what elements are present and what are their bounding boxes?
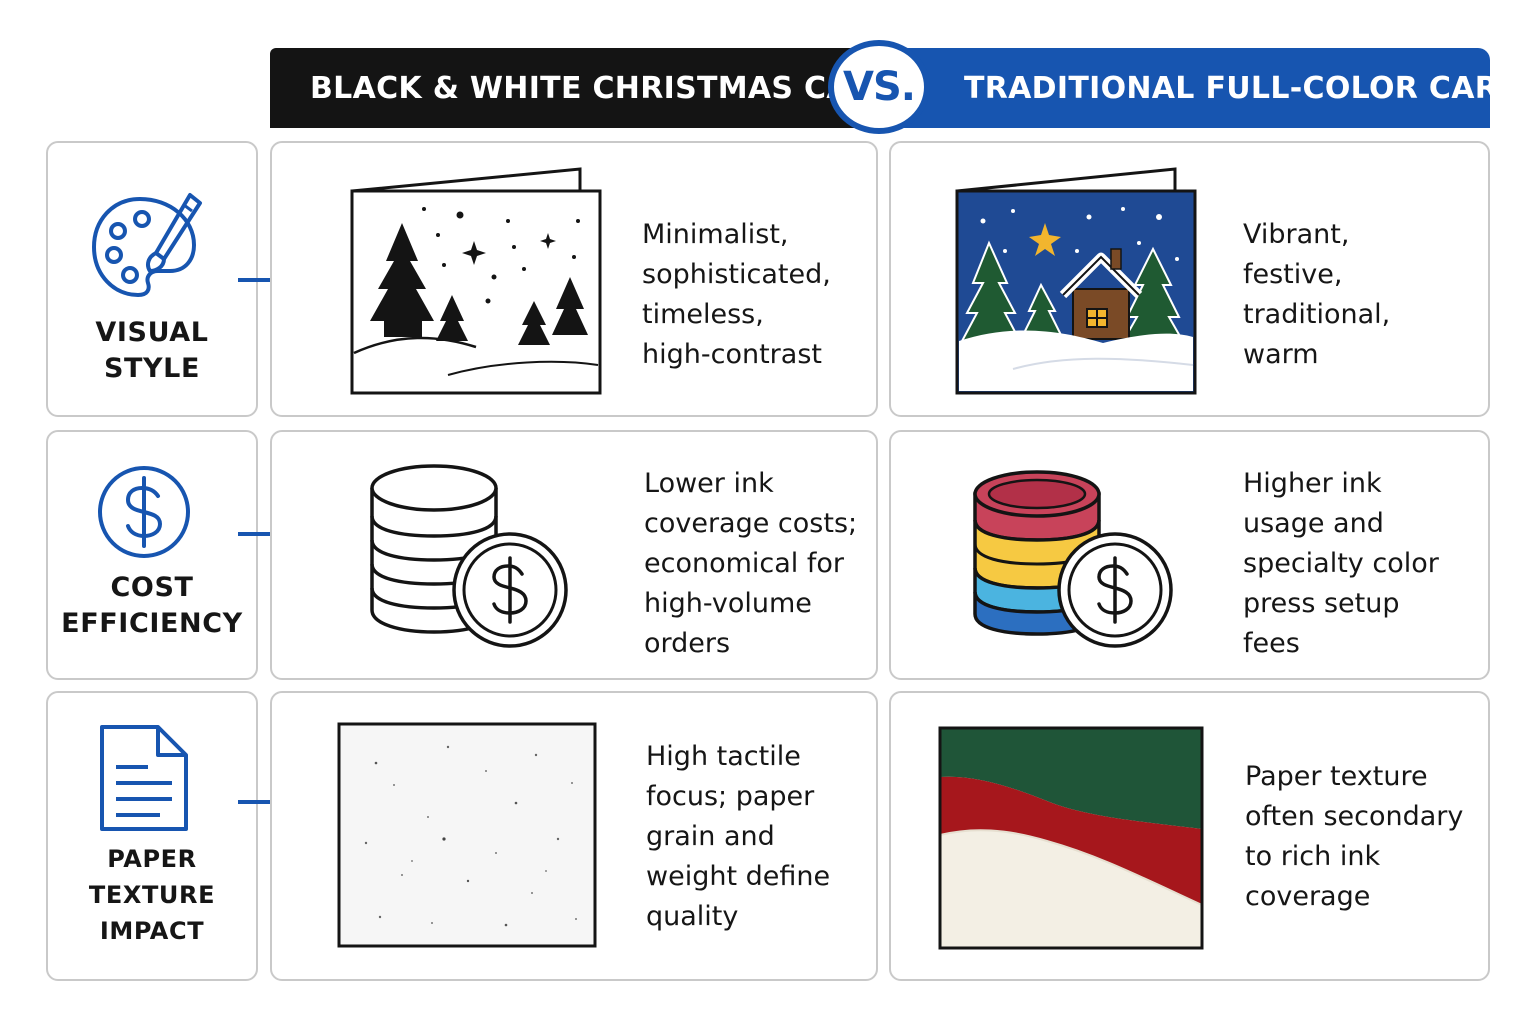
vs-badge: VS. xyxy=(828,40,930,134)
vs-label: VS. xyxy=(843,64,916,110)
category-card-visual-style: VISUAL STYLE xyxy=(46,141,258,417)
dollar-circle-icon xyxy=(98,466,190,558)
category-label-visual-style: VISUAL STYLE xyxy=(95,317,209,384)
color-paper-texture-text: Paper texture often secondary to rich in… xyxy=(1245,761,1464,912)
color-visual-style-text: Vibrant, festive, traditional, warm xyxy=(1243,219,1391,370)
white-paper-swatch-icon xyxy=(337,722,597,948)
color-paper-texture-card: Paper texture often secondary to rich in… xyxy=(889,691,1490,981)
bw-header-title: BLACK & WHITE CHRISTMAS CARDS xyxy=(310,70,921,106)
bw-visual-style-card: Minimalist, sophisticated, timeless, hig… xyxy=(270,141,878,417)
category-label-cost-efficiency: COST EFFICIENCY xyxy=(61,572,243,639)
document-icon xyxy=(100,725,188,831)
color-paper-swatch-icon xyxy=(938,726,1204,950)
bw-paper-texture-card: High tactile focus; paper grain and weig… xyxy=(270,691,878,981)
color-cost-efficiency-text: Higher ink usage and specialty color pre… xyxy=(1243,468,1439,659)
bw-winter-card-icon xyxy=(350,167,602,395)
category-card-paper-texture: PAPER TEXTURE IMPACT xyxy=(46,691,258,981)
color-header-banner: TRADITIONAL FULL-COLOR CARDS xyxy=(888,48,1535,128)
bw-cost-efficiency-text: Lower ink coverage costs; economical for… xyxy=(644,468,858,659)
color-visual-style-card: Vibrant, festive, traditional, warm xyxy=(889,141,1490,417)
bw-coin-stack-icon xyxy=(370,464,568,648)
bw-cost-efficiency-card: Lower ink coverage costs; economical for… xyxy=(270,430,878,680)
category-card-cost-efficiency: COST EFFICIENCY xyxy=(46,430,258,680)
color-winter-card-icon xyxy=(955,167,1197,395)
category-label-paper-texture: PAPER TEXTURE IMPACT xyxy=(88,845,216,945)
color-header-title: TRADITIONAL FULL-COLOR CARDS xyxy=(964,70,1535,106)
bw-paper-texture-text: High tactile focus; paper grain and weig… xyxy=(646,741,831,932)
bw-header-banner: BLACK & WHITE CHRISTMAS CARDS xyxy=(270,48,920,128)
color-coin-stack-icon xyxy=(973,470,1173,648)
color-cost-efficiency-card: Higher ink usage and specialty color pre… xyxy=(889,430,1490,680)
palette-brush-icon xyxy=(91,193,202,298)
bw-visual-style-text: Minimalist, sophisticated, timeless, hig… xyxy=(642,219,831,370)
